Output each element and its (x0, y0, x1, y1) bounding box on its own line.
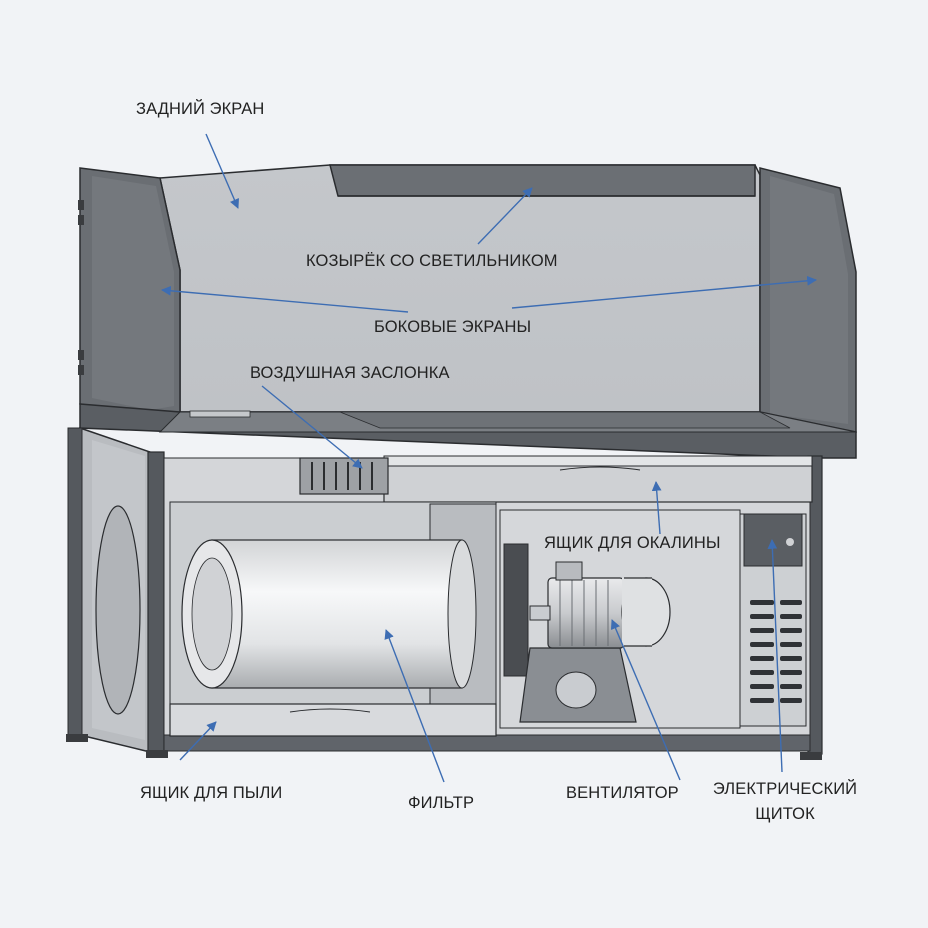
right-side-screen (759, 167, 857, 433)
label-scale-box: ЯЩИК ДЛЯ ОКАЛИНЫ (544, 534, 721, 552)
visor-with-lamp (329, 164, 756, 197)
arrow-filter (384, 629, 445, 783)
arrow-side-right (511, 275, 817, 309)
table-top (79, 403, 857, 459)
label-air-damper: ВОЗДУШНАЯ ЗАСЛОНКА (250, 364, 450, 382)
arrow-dust-box (179, 721, 217, 761)
label-fan: ВЕНТИЛЯТОР (566, 784, 679, 802)
arrow-fan (610, 619, 681, 781)
fan (519, 561, 671, 723)
electrical-panel (739, 513, 807, 727)
filter (181, 539, 477, 689)
label-back-screen: ЗАДНИЙ ЭКРАН (136, 100, 265, 118)
label-electrical-panel-line2: ЩИТОК (755, 805, 815, 823)
label-dust-box: ЯЩИК ДЛЯ ПЫЛИ (140, 784, 283, 802)
arrow-electrical-panel (767, 539, 783, 773)
label-electrical-panel: ЭЛЕКТРИЧЕСКИЙ ЩИТОК (700, 780, 870, 824)
air-damper (299, 457, 389, 495)
scale-box (383, 455, 813, 503)
label-visor-lamp: КОЗЫРЁК СО СВЕТИЛЬНИКОМ (306, 252, 558, 270)
arrow-scale-box (651, 481, 662, 535)
label-filter: ФИЛЬТР (408, 794, 475, 812)
callout-arrows (161, 133, 817, 783)
label-electrical-panel-line1: ЭЛЕКТРИЧЕСКИЙ (712, 780, 858, 798)
arrow-air-damper (261, 385, 363, 469)
left-side-screen (78, 167, 181, 417)
dust-box (169, 703, 497, 737)
label-side-screens: БОКОВЫЕ ЭКРАНЫ (374, 318, 532, 336)
arrow-back-screen (205, 133, 239, 209)
arrow-side-left (161, 285, 409, 313)
arrow-visor (477, 187, 533, 245)
